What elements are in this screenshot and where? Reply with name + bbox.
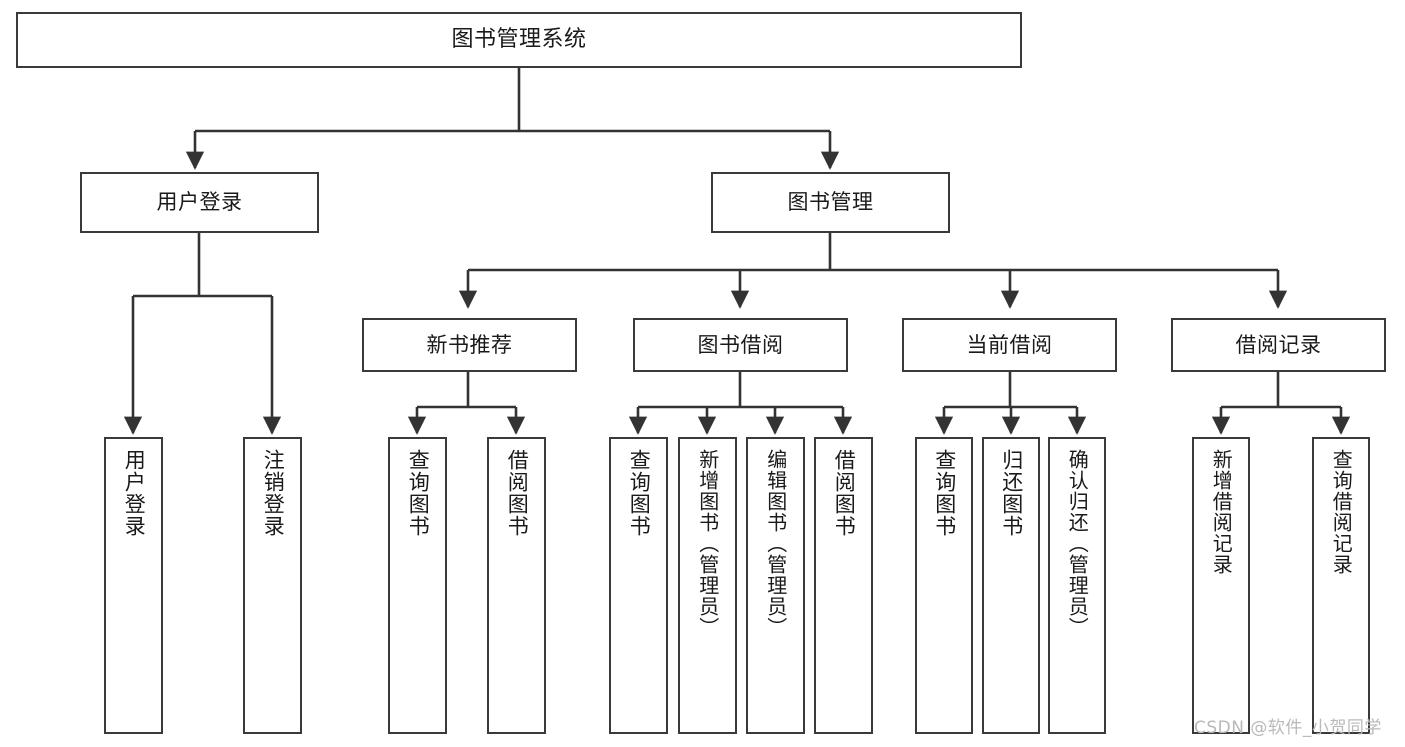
node-label: 新书推荐	[426, 332, 513, 357]
leaf-book-borrow-borrow[interactable]: 借阅图书	[814, 437, 873, 734]
node-new-book-recommend[interactable]: 新书推荐	[362, 318, 577, 372]
node-label: 用户登录	[122, 449, 147, 537]
node-label: 当前借阅	[966, 332, 1053, 357]
csdn-watermark: CSDN @软件_小贺同学	[1194, 718, 1382, 738]
node-label: 图书借阅	[697, 332, 784, 357]
node-book-management[interactable]: 图书管理	[711, 172, 950, 233]
node-label: 查询图书	[627, 449, 652, 537]
node-label: 查询图书	[932, 449, 957, 537]
node-user-login[interactable]: 用户登录	[80, 172, 319, 233]
node-label: 查询借阅记录	[1329, 449, 1354, 575]
leaf-borrow-record-query[interactable]: 查询借阅记录	[1312, 437, 1370, 734]
node-label: 查询图书	[406, 449, 431, 537]
node-label: 借阅记录	[1235, 332, 1322, 357]
leaf-book-borrow-edit[interactable]: 编辑图书（管理员）	[746, 437, 805, 734]
node-label: 图书管理系统	[451, 27, 587, 53]
node-label: 借阅图书	[832, 449, 857, 537]
leaf-user-login-signout[interactable]: 注销登录	[243, 437, 302, 734]
leaf-current-borrow-query[interactable]: 查询图书	[915, 437, 973, 734]
node-label: 新增借阅记录	[1209, 449, 1234, 575]
leaf-new-book-borrow[interactable]: 借阅图书	[487, 437, 546, 734]
node-label: 确认归还（管理员）	[1065, 449, 1090, 638]
leaf-new-book-query[interactable]: 查询图书	[388, 437, 447, 734]
leaf-book-borrow-add[interactable]: 新增图书（管理员）	[678, 437, 737, 734]
node-label: 图书管理	[787, 190, 874, 215]
leaf-user-login-signin[interactable]: 用户登录	[104, 437, 163, 734]
node-borrow-record[interactable]: 借阅记录	[1171, 318, 1386, 372]
node-label: 用户登录	[156, 190, 243, 215]
node-current-borrow[interactable]: 当前借阅	[902, 318, 1117, 372]
node-book-borrow[interactable]: 图书借阅	[633, 318, 848, 372]
node-label: 归还图书	[999, 449, 1024, 537]
node-label: 借阅图书	[505, 449, 530, 537]
leaf-borrow-record-add[interactable]: 新增借阅记录	[1192, 437, 1250, 734]
node-label: 注销登录	[261, 449, 286, 537]
node-label: 新增图书（管理员）	[695, 449, 720, 638]
node-label: 编辑图书（管理员）	[763, 449, 788, 638]
leaf-current-borrow-return[interactable]: 归还图书	[982, 437, 1040, 734]
leaf-current-borrow-confirm-return[interactable]: 确认归还（管理员）	[1048, 437, 1106, 734]
node-root-book-management-system[interactable]: 图书管理系统	[16, 12, 1022, 68]
leaf-book-borrow-query[interactable]: 查询图书	[609, 437, 668, 734]
